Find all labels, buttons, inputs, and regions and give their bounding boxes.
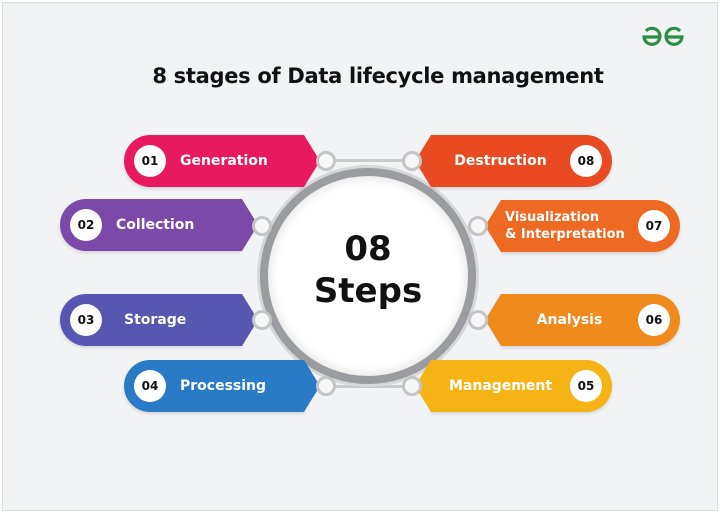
stage-label: Storage (124, 311, 187, 328)
stage-label: Processing (180, 377, 267, 394)
stage-05: Management 05 (415, 360, 612, 412)
connector-line (335, 159, 415, 162)
stage-number: 01 (134, 145, 166, 177)
stage-number: 02 (70, 209, 102, 241)
stage-number: 07 (638, 210, 670, 242)
stage-number: 03 (70, 304, 102, 336)
stage-label-line1: Visualization (505, 210, 600, 225)
connector-node (252, 216, 272, 236)
center-label: 08 Steps (260, 228, 476, 312)
stage-label-line2: & Interpretation (505, 227, 625, 242)
stage-number: 04 (134, 370, 166, 402)
stage-label: Analysis (536, 311, 603, 328)
stage-label: Visualization & Interpretation (501, 209, 638, 243)
stage-label: Collection (116, 216, 195, 233)
connector-node (402, 151, 422, 171)
center-circle (260, 168, 476, 384)
stage-07: Visualization & Interpretation 07 (485, 200, 680, 252)
connector-node (468, 216, 488, 236)
stage-01: 01 Generation (124, 135, 320, 187)
page-title: 8 stages of Data lifecycle management (152, 64, 604, 88)
stage-04: 04 Processing (124, 360, 320, 412)
connector-node (402, 376, 422, 396)
connector-node (316, 151, 336, 171)
stage-number: 06 (638, 304, 670, 336)
stage-02: 02 Collection (60, 199, 258, 251)
center-word: Steps (313, 271, 423, 311)
connector-node (316, 376, 336, 396)
stage-label: Destruction (454, 152, 547, 169)
stage-label: Management (448, 377, 553, 394)
center-number: 08 (344, 229, 392, 269)
connector-node (252, 310, 272, 330)
stage-08: Destruction 08 (415, 135, 612, 187)
gfg-logo-icon (642, 26, 684, 46)
connector-line (335, 385, 415, 388)
stage-06: Analysis 06 (485, 294, 680, 346)
stage-number: 05 (570, 370, 602, 402)
stage-label: Generation (180, 152, 268, 169)
stage-number: 08 (570, 145, 602, 177)
connector-node (468, 310, 488, 330)
stage-03: 03 Storage (60, 294, 258, 346)
